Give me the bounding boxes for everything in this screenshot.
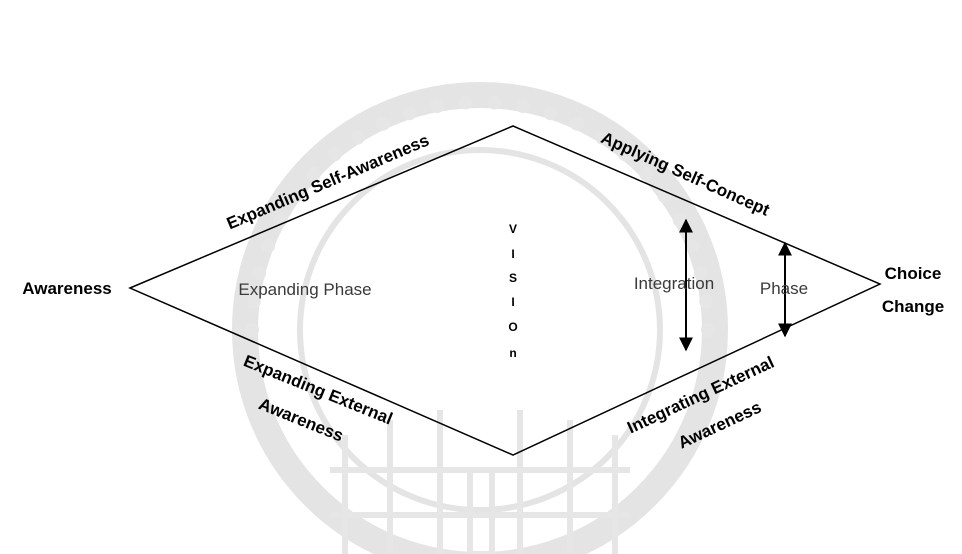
watermark-dot [701, 323, 715, 337]
watermark-dot [306, 166, 321, 181]
diamond-shape [128, 125, 882, 456]
watermark-dot [458, 95, 473, 110]
awareness-node-label: Awareness [22, 279, 111, 298]
vision-letter: I [511, 295, 514, 309]
watermark-dot [685, 239, 699, 254]
integration-label: Integration [634, 274, 714, 293]
watermark-dot [430, 99, 445, 113]
vision-letter: n [509, 346, 516, 360]
watermark-dot [261, 239, 275, 254]
watermark-dot [543, 106, 558, 121]
watermark-dot [245, 323, 259, 337]
watermark-dot [327, 147, 342, 162]
watermark-dot [350, 130, 365, 145]
watermark-dot [402, 106, 417, 121]
watermark-dot [288, 189, 303, 203]
watermark-dot [618, 147, 633, 162]
watermark-seal [232, 82, 728, 554]
vision-letter: V [509, 222, 517, 236]
watermark-dot [375, 116, 390, 131]
watermark-dot [693, 266, 708, 281]
watermark-dot [639, 166, 654, 181]
vision-letter: I [511, 247, 514, 261]
watermark-dot [699, 294, 714, 309]
vision-vertical-label: V I S I O n [508, 222, 517, 360]
vision-letter: S [509, 271, 517, 285]
choice-node-label: Choice [885, 264, 942, 283]
watermark-dot [515, 99, 530, 113]
phase-label: Phase [760, 279, 808, 298]
vision-letter: O [508, 320, 517, 334]
change-node-label: Change [882, 297, 944, 316]
watermark-dot [672, 213, 687, 228]
watermark-dot [570, 116, 585, 131]
watermark-dot [595, 130, 610, 145]
watermark-dot [487, 95, 502, 110]
expanding-phase-label: Expanding Phase [238, 280, 371, 299]
watermark-dot [252, 266, 267, 281]
watermark-dot [246, 294, 261, 309]
